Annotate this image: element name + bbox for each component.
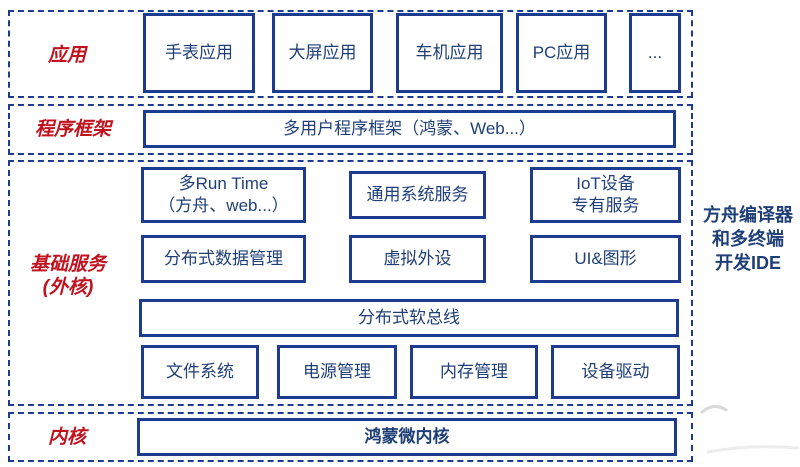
box-system-services: 通用系统服务 [349, 171, 486, 219]
box-tv-app: 大屏应用 [272, 13, 373, 93]
box-more-apps: ... [629, 13, 681, 93]
side-note-ark-compiler-ide: 方舟编译器 和多终端 开发IDE [703, 205, 793, 273]
section-app-layer [8, 10, 693, 98]
watermark-swoosh [700, 405, 800, 454]
box-virtual-peripherals: 虚拟外设 [349, 235, 486, 283]
box-iot-services: IoT设备 专有服务 [530, 167, 681, 223]
section-services-layer [8, 160, 693, 406]
box-power-management: 电源管理 [277, 345, 397, 399]
box-device-driver: 设备驱动 [551, 345, 680, 399]
box-car-app: 车机应用 [396, 13, 503, 93]
box-distributed-softbus: 分布式软总线 [139, 299, 679, 337]
label-app-layer: 应用 [47, 45, 86, 66]
label-kernel-layer: 内核 [47, 427, 86, 448]
label-services-layer: 基础服务 (外核) [29, 254, 106, 298]
label-framework-layer: 程序框架 [34, 119, 111, 140]
box-pc-app: PC应用 [516, 13, 607, 93]
box-watch-app: 手表应用 [143, 13, 255, 93]
box-file-system: 文件系统 [141, 345, 259, 399]
box-memory-management: 内存管理 [410, 345, 538, 399]
box-runtime: 多Run Time （方舟、web...） [141, 167, 306, 223]
box-multi-user-framework: 多用户程序框架（鸿蒙、Web...） [143, 110, 676, 148]
section-framework-layer [8, 104, 693, 155]
box-ui-graphics: UI&图形 [530, 235, 681, 283]
box-distributed-data: 分布式数据管理 [141, 235, 306, 283]
section-kernel-layer [8, 412, 693, 462]
box-harmony-microkernel: 鸿蒙微内核 [137, 418, 677, 456]
